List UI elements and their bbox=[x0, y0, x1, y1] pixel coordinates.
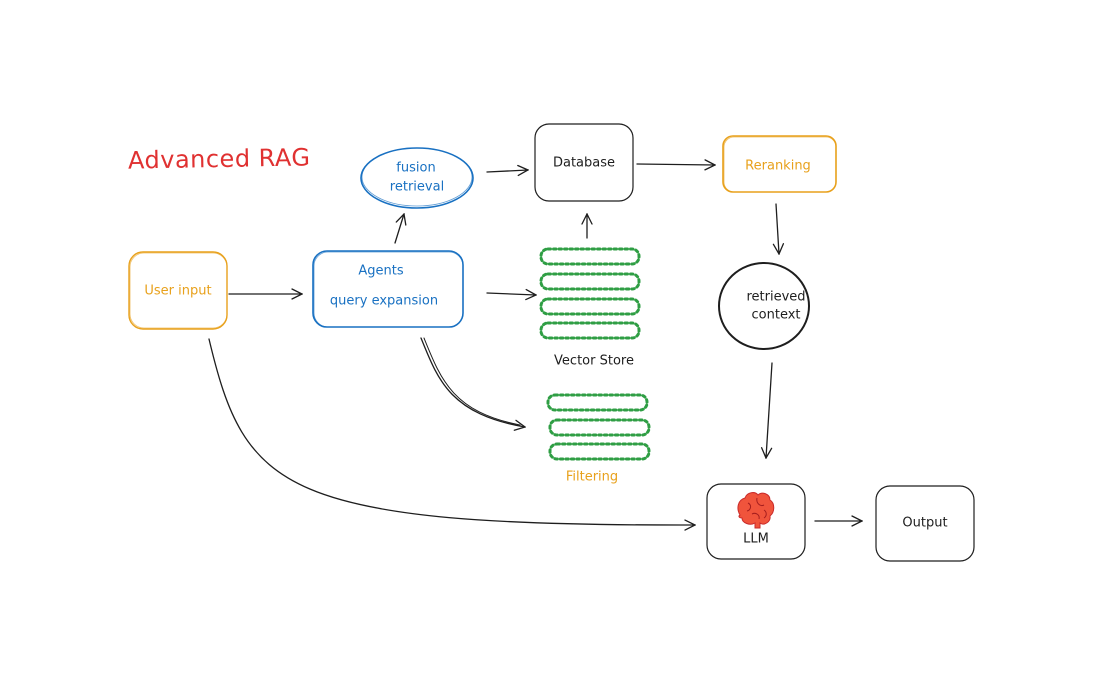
context-label: context bbox=[751, 307, 801, 323]
agents-box[interactable] bbox=[312, 250, 464, 328]
arrow-agents-to-vector bbox=[486, 293, 536, 295]
database-label: Database bbox=[552, 155, 616, 171]
query-expansion-label: query expansion bbox=[329, 293, 439, 309]
arrow-database-to-reranking bbox=[636, 164, 715, 165]
reranking-label: Reranking bbox=[745, 158, 811, 174]
filtering-label: Filtering bbox=[565, 469, 619, 485]
llm-label: LLM bbox=[743, 531, 769, 547]
agents-label: Agents bbox=[358, 263, 404, 279]
retrieved-context-node[interactable] bbox=[718, 262, 810, 350]
arrow-agents-to-fusion bbox=[394, 214, 404, 244]
user-input-label: User input bbox=[144, 283, 212, 299]
database-box[interactable] bbox=[534, 123, 634, 202]
arrow-fusion-to-database bbox=[486, 170, 528, 172]
vector-store-stack bbox=[539, 247, 641, 340]
brain-icon bbox=[737, 492, 775, 529]
fusion-label: fusion bbox=[396, 160, 436, 176]
arrow-context-to-llm bbox=[766, 362, 773, 458]
arrow-agents-to-filtering bbox=[420, 337, 525, 427]
retrieval-label: retrieval bbox=[389, 179, 445, 195]
llm-box[interactable] bbox=[706, 483, 806, 560]
output-box[interactable] bbox=[875, 485, 975, 562]
vector-store-label: Vector Store bbox=[554, 353, 634, 369]
filtering-stack bbox=[546, 393, 651, 461]
arrow-user-to-llm bbox=[208, 338, 695, 525]
arrow-reranking-to-context bbox=[776, 203, 779, 254]
output-label: Output bbox=[902, 515, 948, 531]
retrieved-label: retrieved bbox=[746, 289, 806, 305]
